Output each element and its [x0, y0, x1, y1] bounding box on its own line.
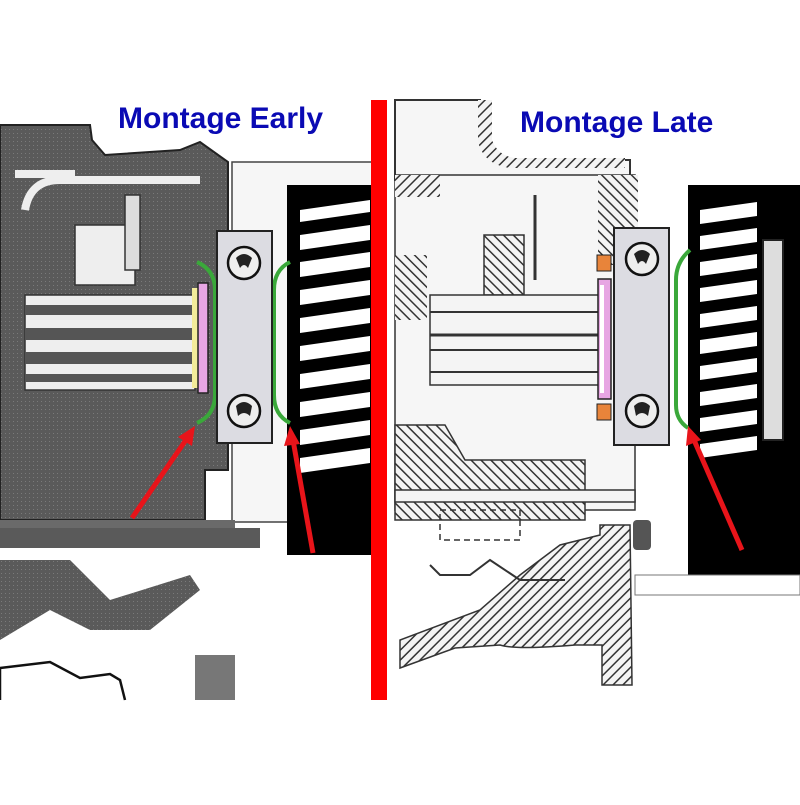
late-panel	[394, 99, 800, 686]
late-title: Montage Late	[520, 106, 714, 139]
late-ring-bottom	[596, 403, 612, 421]
panel-divider	[371, 100, 387, 700]
early-arrow-left	[129, 426, 195, 520]
early-arrow-right	[284, 426, 316, 554]
early-gear-teeth	[300, 200, 370, 473]
late-seal-right	[674, 248, 692, 430]
late-arrow	[686, 426, 745, 551]
early-screw-bottom	[226, 393, 262, 429]
early-screw-top	[226, 245, 262, 281]
late-shaft	[429, 294, 601, 386]
early-spacer-pink	[197, 282, 209, 394]
early-seal-right	[272, 260, 291, 425]
late-screw-top	[624, 241, 660, 277]
late-gear-teeth	[700, 202, 784, 458]
early-seal-left	[196, 260, 217, 425]
early-title: Montage Early	[118, 102, 324, 135]
late-screw-bottom	[624, 393, 660, 429]
late-spacer-pink	[597, 278, 612, 400]
late-bolt-head	[633, 520, 651, 550]
late-fork-block	[483, 234, 525, 296]
late-ring-top	[596, 254, 612, 272]
early-shaft	[24, 294, 196, 391]
early-shim-yellow	[192, 288, 198, 388]
early-panel	[0, 124, 373, 701]
